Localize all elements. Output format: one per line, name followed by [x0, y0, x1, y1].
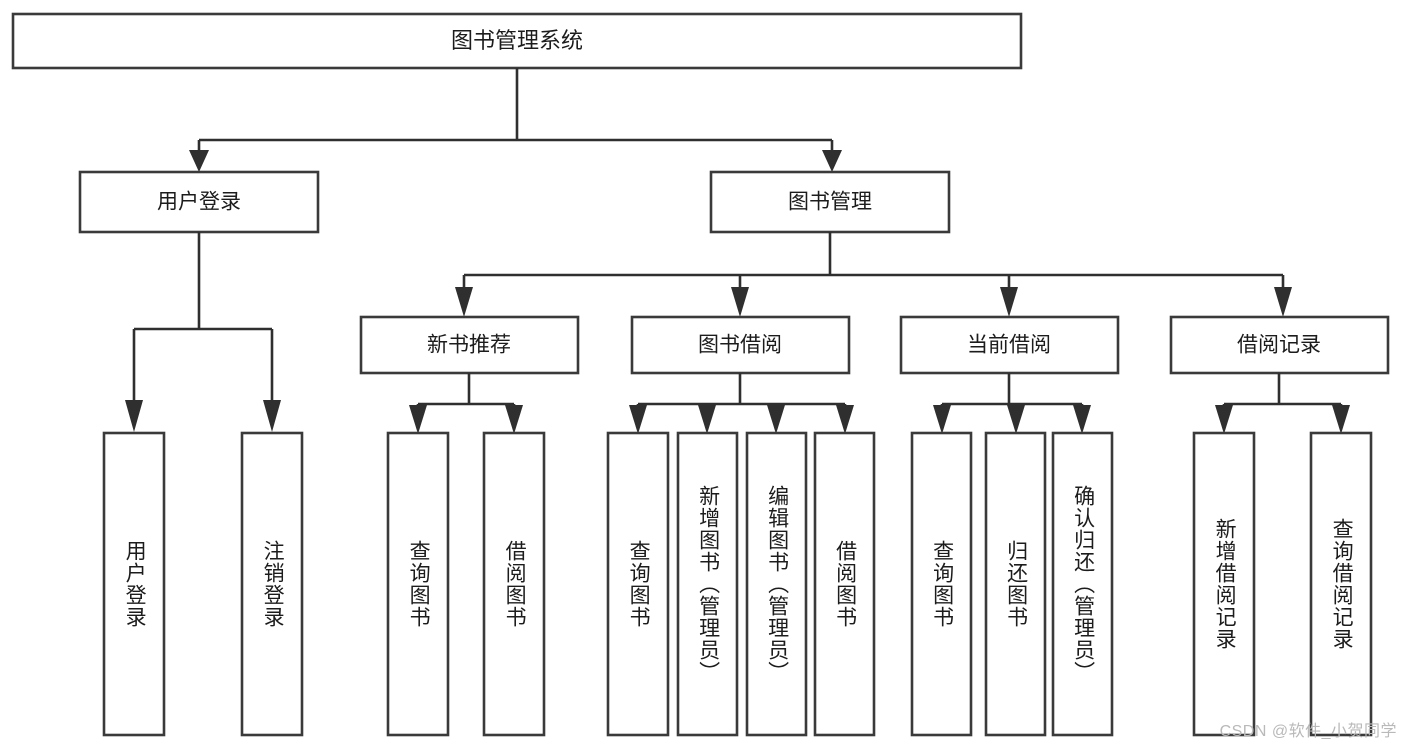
watermark-text: CSDN @软件_小贺同学	[1219, 723, 1397, 740]
book-borrow-box[interactable]	[630, 315, 851, 375]
current-borrow-label: 当前借阅	[967, 334, 1051, 357]
leaf-box-return-book[interactable]	[984, 431, 1047, 737]
arrow-head-leaf-add-book	[698, 405, 716, 434]
node-new-book-recommend[interactable]: 新书推荐	[359, 315, 580, 375]
leaf-box-borrow-book-1[interactable]	[482, 431, 546, 737]
book-manage-box[interactable]	[709, 170, 951, 234]
leaf-box-logout[interactable]	[240, 431, 304, 737]
arrow-head-leaf-borrow-book-2	[836, 405, 854, 434]
arrow-head-leaf-edit-book	[767, 405, 785, 434]
book-manage-label: 图书管理	[788, 191, 872, 214]
node-root[interactable]: 图书管理系统	[11, 12, 1023, 70]
leaf-box-add-record[interactable]	[1192, 431, 1256, 737]
new-book-recommend-box[interactable]	[359, 315, 580, 375]
leaf-box-query-book-1[interactable]	[386, 431, 450, 737]
user-login-label: 用户登录	[157, 191, 241, 214]
arrow-head-book-manage	[822, 150, 842, 172]
root-label: 图书管理系统	[451, 28, 583, 53]
arrow-head-borrow-record	[1274, 287, 1292, 317]
node-book-manage[interactable]: 图书管理	[709, 170, 951, 234]
arrow-head-leaf-add-record	[1215, 405, 1233, 434]
arrow-head-leaf-query-book-1	[409, 405, 427, 434]
leaf-box-query-record[interactable]	[1309, 431, 1373, 737]
node-borrow-record[interactable]: 借阅记录	[1169, 315, 1390, 375]
arrow-head-leaf-query-book-2	[629, 405, 647, 434]
borrow-record-box[interactable]	[1169, 315, 1390, 375]
arrow-head-leaf-borrow-book-1	[505, 405, 523, 434]
leaf-box-user-login[interactable]	[102, 431, 166, 737]
arrow-head-book-borrow	[731, 287, 749, 317]
node-user-login[interactable]: 用户登录	[78, 170, 320, 234]
arrow-head-leaf-confirm-return	[1073, 405, 1091, 434]
leaf-box-add-book[interactable]	[676, 431, 739, 737]
new-book-recommend-label: 新书推荐	[427, 334, 511, 357]
leaf-box-query-book-3[interactable]	[910, 431, 973, 737]
arrow-head-user-login	[189, 150, 209, 172]
current-borrow-box[interactable]	[899, 315, 1120, 375]
arrow-head-leaf-query-record	[1332, 405, 1350, 434]
arrow-head-current-borrow	[1000, 287, 1018, 317]
arrow-head-leaf-user-login	[125, 400, 143, 432]
arrow-head-new-book	[455, 287, 473, 317]
leaf-box-borrow-book-2[interactable]	[813, 431, 876, 737]
book-borrow-label: 图书借阅	[698, 334, 782, 357]
leaf-box-edit-book[interactable]	[745, 431, 808, 737]
arrow-head-leaf-return-book	[1007, 405, 1025, 434]
node-current-borrow[interactable]: 当前借阅	[899, 315, 1120, 375]
arrow-head-leaf-query-book-3	[933, 405, 951, 434]
node-book-borrow[interactable]: 图书借阅	[630, 315, 851, 375]
leaf-box-confirm-return[interactable]	[1051, 431, 1114, 737]
arrow-head-leaf-logout	[263, 400, 281, 432]
borrow-record-label: 借阅记录	[1237, 334, 1321, 357]
root-box[interactable]	[11, 12, 1023, 70]
leaf-box-query-book-2[interactable]	[606, 431, 670, 737]
